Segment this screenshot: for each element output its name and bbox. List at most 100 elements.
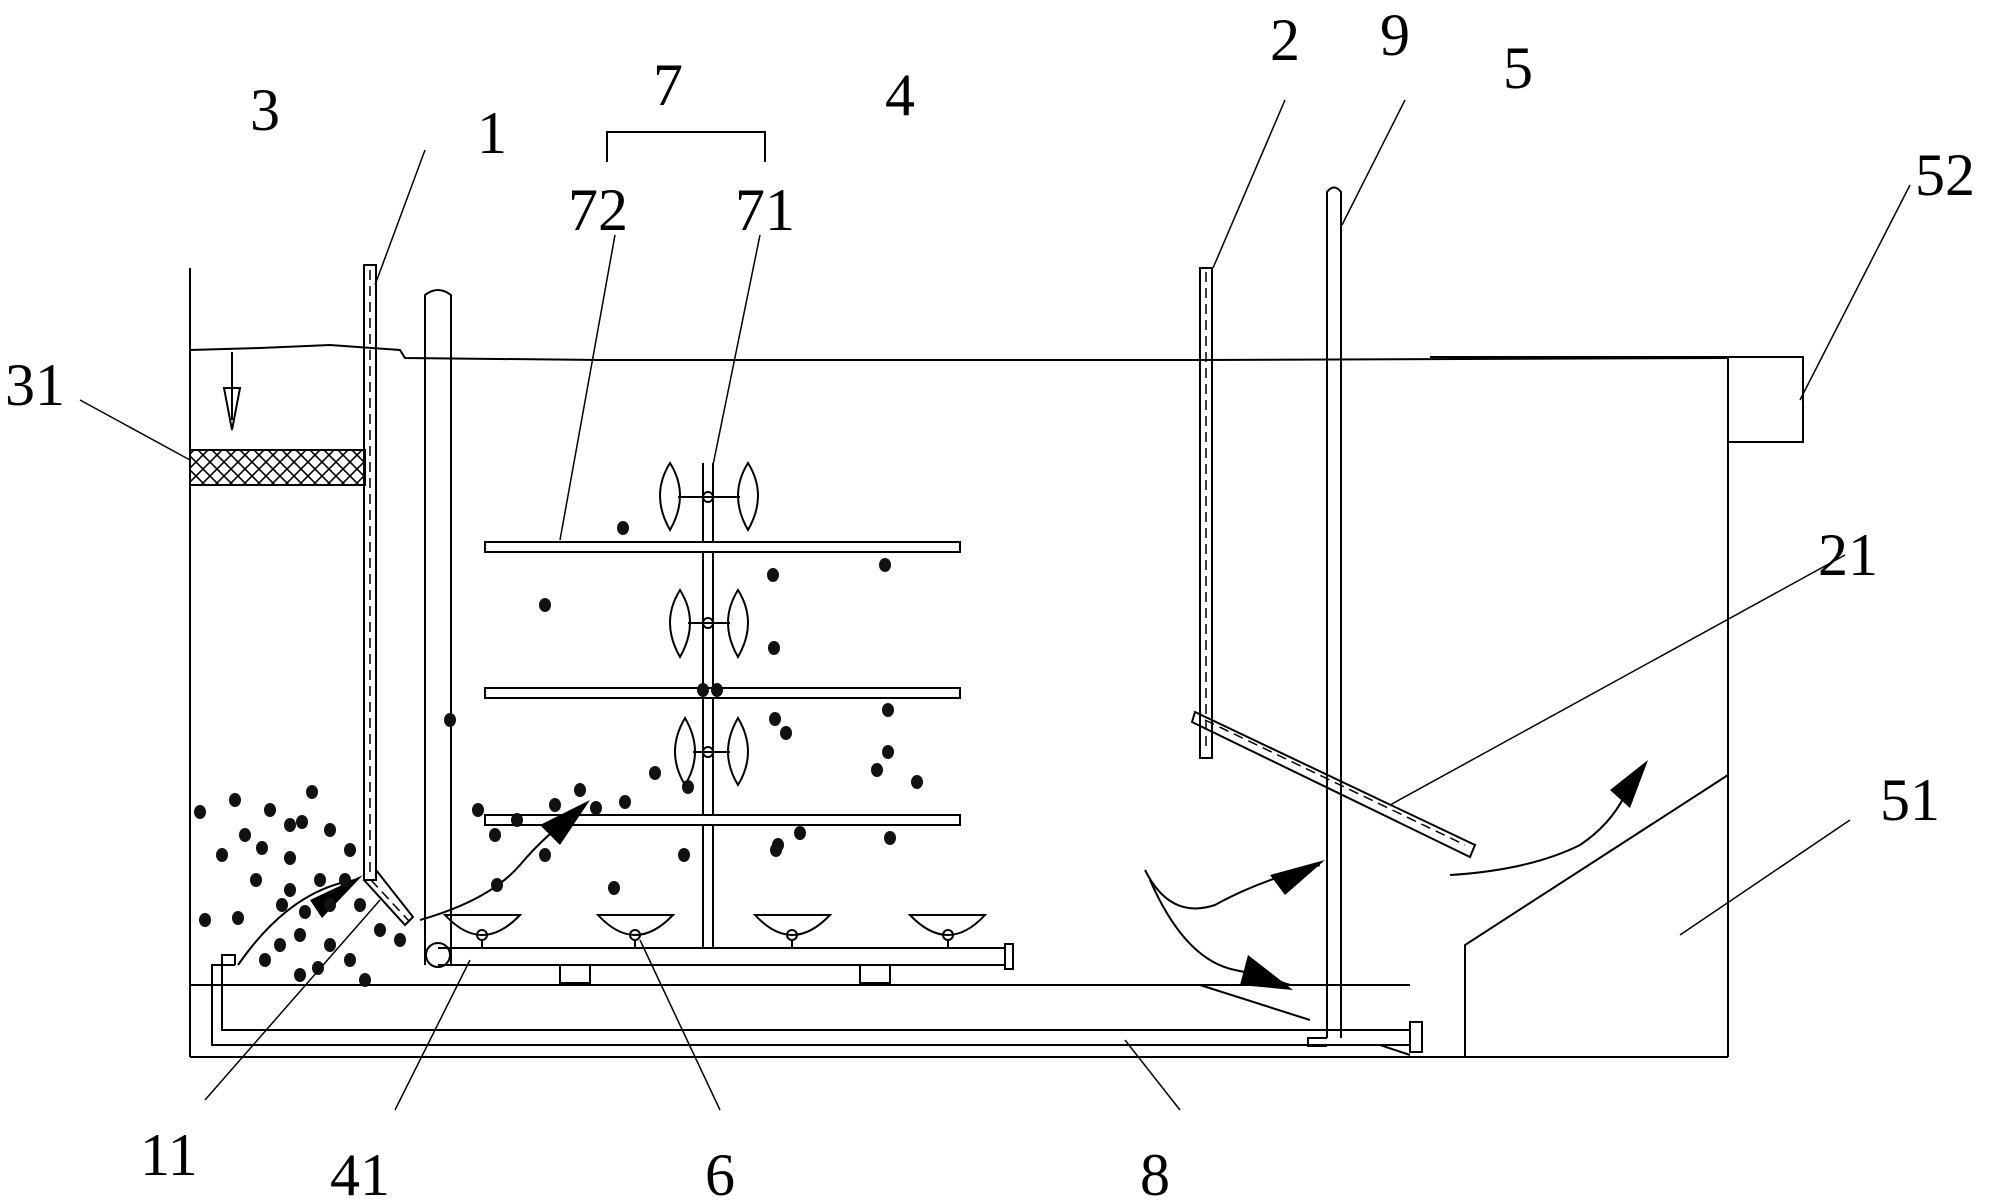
carrier-particle — [649, 766, 661, 780]
carrier-particle — [767, 568, 779, 582]
carrier-particle — [491, 878, 503, 892]
paddle-pair — [674, 716, 749, 787]
flow-arrows — [237, 760, 1648, 990]
carrier-particle — [617, 521, 629, 535]
carrier-particle — [374, 923, 386, 937]
label-11: 11 — [140, 1122, 198, 1188]
carrier-particle — [324, 823, 336, 837]
label-51: 51 — [1880, 767, 1940, 833]
tank-outline — [189, 268, 1729, 1058]
carrier-particle — [284, 818, 296, 832]
partition-2 — [1199, 267, 1213, 759]
carrier-particle — [394, 933, 406, 947]
carrier-particle — [882, 703, 894, 717]
carrier-particle — [296, 815, 308, 829]
carrier-particle — [259, 953, 271, 967]
carrier-particle — [229, 793, 241, 807]
carrier-particles — [194, 521, 923, 987]
carrier-particle — [682, 780, 694, 794]
carrier-particle — [678, 848, 690, 862]
carrier-particle — [768, 641, 780, 655]
label-72: 72 — [568, 177, 628, 243]
outlet-box — [1727, 356, 1804, 443]
carrier-particle — [511, 813, 523, 827]
carrier-particle — [780, 726, 792, 740]
labels: 1 2 3 4 5 6 7 8 9 11 21 31 41 51 52 71 7… — [5, 2, 1975, 1203]
carrier-particle — [444, 713, 456, 727]
carrier-particle — [312, 961, 324, 975]
carrier-particle — [314, 873, 326, 887]
label-31: 31 — [5, 352, 65, 418]
carrier-particle — [711, 683, 723, 697]
carrier-particle — [619, 795, 631, 809]
carrier-particle — [264, 803, 276, 817]
carrier-particle — [216, 848, 228, 862]
label-5: 5 — [1503, 35, 1533, 101]
carrier-particle — [284, 883, 296, 897]
carrier-particle — [911, 775, 923, 789]
inclined-plate — [1190, 710, 1477, 859]
return-pipe — [1307, 186, 1342, 1047]
inflow-arrow — [222, 352, 242, 431]
label-8: 8 — [1140, 1142, 1170, 1203]
plate-bottom — [484, 814, 961, 826]
rotating-frame — [484, 131, 961, 948]
carrier-particle — [590, 801, 602, 815]
label-9: 9 — [1380, 2, 1410, 68]
carrier-particle — [549, 798, 561, 812]
carrier-particle — [324, 898, 336, 912]
carrier-particle — [472, 803, 484, 817]
carrier-particle — [294, 928, 306, 942]
bottom-return-line — [211, 954, 1423, 1056]
bottom-diffusers — [442, 914, 988, 948]
carrier-particle — [770, 843, 782, 857]
paddle-pair — [659, 461, 759, 533]
carrier-particle — [250, 873, 262, 887]
carrier-particle — [794, 826, 806, 840]
partition-1 — [363, 264, 415, 927]
diffuser — [595, 914, 676, 948]
diffuser — [907, 914, 988, 948]
carrier-particle — [344, 953, 356, 967]
label-7: 7 — [653, 52, 683, 118]
carrier-particle — [879, 558, 891, 572]
carrier-particle — [299, 905, 311, 919]
carrier-particle — [284, 851, 296, 865]
carrier-particle — [359, 973, 371, 987]
carrier-particle — [294, 968, 306, 982]
carrier-particle — [608, 881, 620, 895]
label-2: 2 — [1270, 7, 1300, 73]
label-71: 71 — [735, 177, 795, 243]
leader-lines — [79, 99, 1911, 1111]
filter-mesh — [189, 449, 366, 486]
riser-pipe — [424, 289, 452, 968]
paddle-pair — [669, 588, 749, 660]
label-4: 4 — [885, 62, 915, 128]
carrier-particle — [769, 712, 781, 726]
carrier-particle — [194, 805, 206, 819]
group-bracket — [606, 131, 766, 162]
label-21: 21 — [1818, 522, 1878, 588]
label-52: 52 — [1915, 142, 1975, 208]
label-1: 1 — [477, 100, 507, 166]
carrier-particle — [239, 828, 251, 842]
carrier-particle — [339, 873, 351, 887]
water-surface — [189, 343, 1729, 361]
carrier-particle — [354, 898, 366, 912]
carrier-particle — [324, 938, 336, 952]
carrier-particle — [697, 683, 709, 697]
carrier-particle — [489, 828, 501, 842]
carrier-particle — [256, 841, 268, 855]
carrier-particle — [539, 598, 551, 612]
carrier-particle — [199, 913, 211, 927]
carrier-particle — [574, 783, 586, 797]
carrier-particle — [882, 745, 894, 759]
carrier-particle — [276, 898, 288, 912]
carrier-particle — [232, 911, 244, 925]
plate-top — [484, 541, 961, 553]
diffuser — [752, 914, 833, 948]
carrier-particle — [539, 848, 551, 862]
label-41: 41 — [330, 1142, 390, 1203]
carrier-particle — [306, 785, 318, 799]
